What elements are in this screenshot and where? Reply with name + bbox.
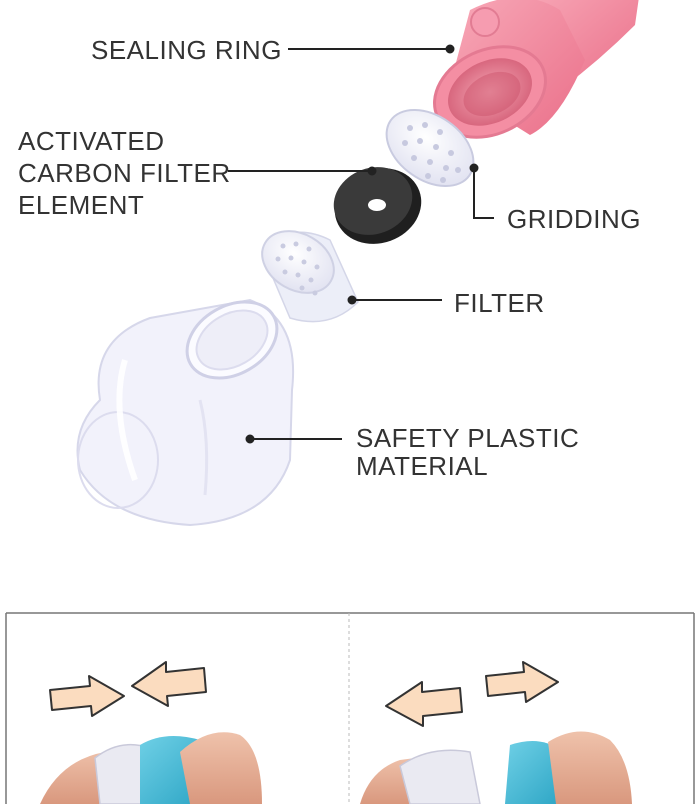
label-safety-plastic: SAFETY PLASTIC MATERIAL (356, 424, 579, 480)
usage-panels (5, 612, 695, 804)
label-filter-text: FILTER (454, 288, 545, 318)
label-safety-plastic-line2: MATERIAL (356, 451, 489, 481)
carbon-filter-ring (333, 167, 422, 244)
label-filter: FILTER (454, 288, 545, 318)
label-safety-plastic-line1: SAFETY PLASTIC (356, 423, 580, 453)
hands-separating-bottle-right (360, 731, 632, 804)
label-gridding: GRIDDING (507, 204, 641, 234)
label-activated-carbon-line3: ELEMENT (18, 190, 145, 220)
arrow-left-icon (131, 661, 207, 707)
label-sealing-ring-text: SEALING RING (91, 35, 282, 65)
arrow-right-icon (49, 675, 125, 717)
arrow-right-icon (485, 661, 559, 703)
pink-bottle-cap (433, 0, 639, 139)
leader-lines (228, 44, 494, 444)
hands-separating-bottle-left (40, 732, 262, 804)
label-sealing-ring: SEALING RING (91, 35, 282, 65)
label-activated-carbon-line1: ACTIVATED (18, 126, 165, 156)
clear-jar (76, 298, 294, 527)
label-activated-carbon: ACTIVATED CARBON FILTER ELEMENT (18, 125, 231, 221)
gridding-disc (385, 108, 475, 188)
label-gridding-text: GRIDDING (507, 204, 641, 234)
arrow-left-icon (385, 681, 463, 727)
filter-cylinder (261, 230, 359, 323)
label-activated-carbon-line2: CARBON FILTER (18, 158, 231, 188)
